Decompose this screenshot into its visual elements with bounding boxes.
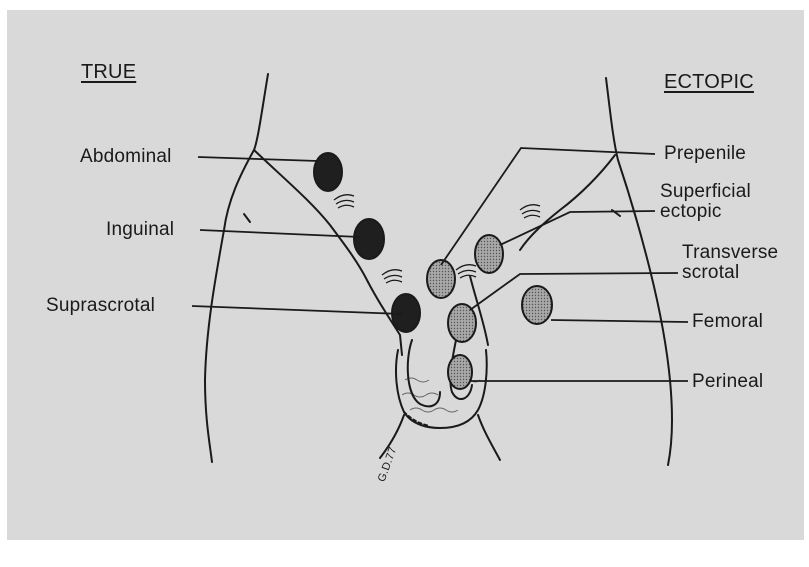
label-superficial-line1: Superficial: [660, 182, 751, 202]
label-suprascrotal: Suprascrotal: [46, 296, 155, 316]
ring-hatch: [334, 195, 354, 208]
leader-superficial: [500, 211, 655, 245]
prepenile-testis: [427, 260, 455, 298]
inguinal-testis: [354, 219, 384, 259]
label-transverse-line1: Transverse: [682, 243, 778, 263]
leader-femoral: [551, 320, 688, 322]
label-prepenile: Prepenile: [664, 144, 746, 164]
heading-ectopic: ECTOPIC: [664, 72, 754, 92]
perineal-testis: [448, 355, 472, 389]
label-transverse-line2: scrotal: [682, 263, 739, 283]
abdominal-testis: [314, 153, 342, 191]
left-body-contour: [205, 74, 268, 462]
heading-true: TRUE: [81, 62, 136, 82]
label-inguinal: Inguinal: [106, 220, 174, 240]
label-abdominal: Abdominal: [80, 147, 172, 167]
label-perineal: Perineal: [692, 372, 763, 392]
leader-suprascrotal: [192, 306, 402, 314]
right-inguinal-line: [520, 155, 615, 250]
leader-abdominal: [198, 157, 318, 161]
leader-prepenile: [441, 148, 655, 265]
right-body-contour: [606, 78, 672, 465]
label-superficial-line2: ectopic: [660, 202, 722, 222]
left-inguinal-line: [254, 150, 368, 282]
superficial-ectopic-testis: [475, 235, 503, 273]
leader-transverse: [470, 273, 678, 310]
femoral-testis: [522, 286, 552, 324]
label-femoral: Femoral: [692, 312, 763, 332]
